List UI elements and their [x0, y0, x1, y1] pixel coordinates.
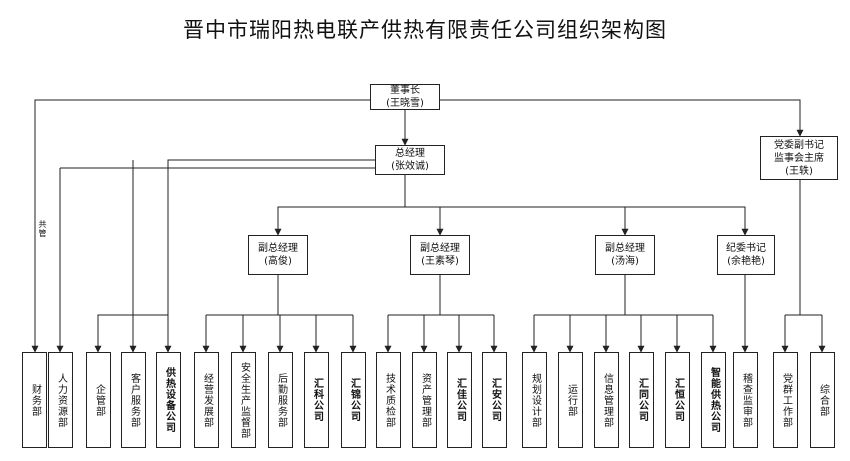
discipline-role: 纪委书记	[726, 243, 766, 254]
chairman-name: (王晓雪)	[386, 98, 424, 109]
party-role-1: 党委副书记	[774, 139, 824, 151]
dept-planning-design[interactable]: 规划设计部	[522, 352, 547, 448]
chairman-wide-connector	[31, 99, 370, 353]
gm-box[interactable]: 总经理 (张效诚)	[375, 145, 445, 175]
dept-smart-heating-co[interactable]: 智能供热公司	[701, 352, 726, 448]
dept-logistics[interactable]: 后勤服务部	[268, 352, 293, 448]
dept-finance[interactable]: 财务部	[22, 352, 47, 448]
vp-wang-role: 副总经理	[420, 243, 460, 254]
dept-enterprise-mgmt[interactable]: 企管部	[86, 352, 111, 448]
gm-role: 总经理	[395, 148, 425, 159]
chairman-to-party-connector	[440, 99, 804, 137]
dept-hr[interactable]: 人力资源部	[48, 352, 73, 448]
dept-operations[interactable]: 运行部	[558, 352, 583, 448]
dept-huitong-co[interactable]: 汇同公司	[629, 352, 654, 448]
vp-tang-role: 副总经理	[605, 243, 645, 254]
dept-audit[interactable]: 稽查监审部	[733, 352, 758, 448]
vp-gao-role: 副总经理	[258, 243, 298, 254]
discipline-box[interactable]: 纪委书记 (余艳艳)	[717, 235, 775, 275]
gm-left-connector	[164, 159, 375, 353]
dept-huian-co[interactable]: 汇安公司	[482, 352, 507, 448]
dept-huijia-co[interactable]: 汇佳公司	[447, 352, 472, 448]
vp-tang-name: (汤海)	[611, 256, 639, 267]
dept-info-mgmt[interactable]: 信息管理部	[594, 352, 619, 448]
vp-wang-box[interactable]: 副总经理 (王素琴)	[410, 235, 470, 275]
chairman-box[interactable]: 董事长 (王晓雪)	[370, 84, 440, 110]
vp-gao-name: (高俊)	[264, 256, 292, 267]
dept-heating-equipment-co[interactable]: 供热设备公司	[156, 352, 181, 448]
dept-general-affairs[interactable]: 综合部	[810, 352, 835, 448]
party-role-2: 监事会主席	[774, 152, 824, 164]
joint-management-note: 共管	[38, 220, 47, 238]
vp-tang-box[interactable]: 副总经理 (汤海)	[595, 235, 655, 275]
dept-tech-qc[interactable]: 技术质检部	[376, 352, 401, 448]
dept-business-dev[interactable]: 经营发展部	[194, 352, 219, 448]
chart-title: 晋中市瑞阳热电联产供热有限责任公司组织架构图	[183, 18, 667, 42]
party-secretary-box[interactable]: 党委副书记 监事会主席 (王轶)	[760, 136, 838, 180]
vp-wang-name: (王素琴)	[421, 256, 459, 267]
dept-huijin-co[interactable]: 汇锦公司	[341, 352, 366, 448]
gm-name: (张效诚)	[391, 161, 429, 172]
dept-asset-mgmt[interactable]: 资产管理部	[412, 352, 437, 448]
qiguan-connector	[94, 314, 168, 353]
discipline-name: (余艳艳)	[727, 256, 765, 267]
chairman-role: 董事长	[390, 85, 420, 96]
vp-gao-box[interactable]: 副总经理 (高俊)	[248, 235, 308, 275]
dept-party-affairs[interactable]: 党群工作部	[773, 352, 798, 448]
dept-huiheng-co[interactable]: 汇恒公司	[665, 352, 690, 448]
dept-customer-service[interactable]: 客户服务部	[121, 352, 146, 448]
dept-huike-co[interactable]: 汇科公司	[304, 352, 329, 448]
dept-safety-supervision[interactable]: 安全生产监督部	[231, 352, 256, 448]
vp-row-left-connector	[274, 206, 405, 236]
gm-down-connector	[404, 175, 749, 236]
party-name: (王轶)	[785, 165, 813, 177]
